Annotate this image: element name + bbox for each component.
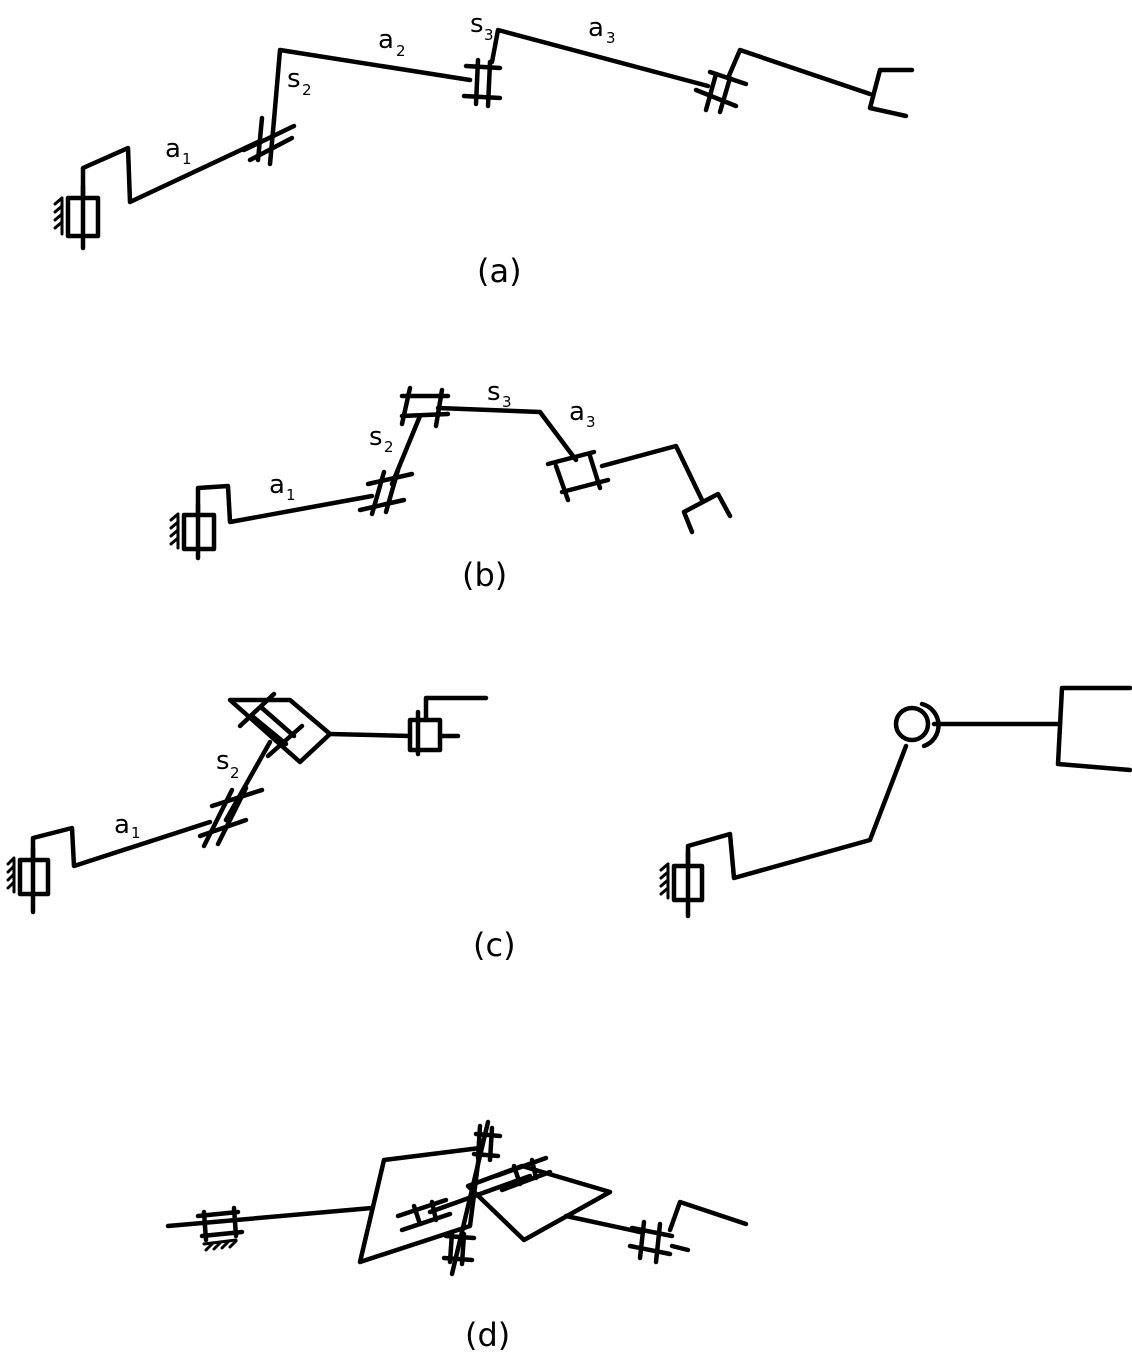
- fig-a-prismatic-joint-3: [693, 69, 749, 115]
- fig-b-wrist-link: [599, 443, 705, 503]
- fig-d-gripper-joint: [627, 1219, 691, 1265]
- fig-d-gripper: [667, 1199, 749, 1233]
- fig-a-label-a2-base: a: [378, 25, 394, 55]
- fig-b-label-s3-sub: 3: [502, 393, 512, 411]
- fig-b-label-s3-base: s: [487, 377, 501, 407]
- fig-b-label-s2: s 2: [369, 422, 394, 456]
- fig-a-label-a1: a 1: [165, 134, 192, 168]
- fig-a-label-a1-base: a: [165, 134, 181, 164]
- fig-b-label-a3-base: a: [569, 397, 585, 427]
- fig-a-prismatic-joint-s3: [461, 57, 503, 109]
- fig-c-caption: (c): [473, 926, 516, 964]
- fig-c-link-s2: [223, 739, 273, 823]
- figure-b: a 1 s 2 s 3 a 3 (b): [169, 377, 733, 594]
- fig-c-wrist-joint: [237, 691, 305, 759]
- fig-a-link-a1: [80, 139, 261, 205]
- fig-b-prismatic-joint-3: [545, 449, 611, 503]
- fig-b-label-a3-sub: 3: [586, 413, 596, 431]
- fig-a-label-a1-sub: 1: [182, 150, 192, 168]
- figure-a: a 1 s 2 a 2 s 3 a 3 (a): [53, 9, 915, 290]
- fig-a-label-a2-sub: 2: [396, 42, 406, 60]
- fig-d-joint-center-left: [395, 1197, 453, 1233]
- fig-a-link-a3: [489, 27, 711, 89]
- fig-a-label-s3-base: s: [470, 9, 484, 39]
- fig-b-link-s2: [389, 413, 423, 487]
- fig-a-label-a2: a 2: [378, 25, 406, 60]
- fig-c-prismatic-joint-s2: [197, 785, 265, 849]
- fig-a-gripper: [867, 67, 915, 119]
- fig-d-base-shaft: [165, 1205, 375, 1229]
- fig-a-label-a3-sub: 3: [606, 29, 616, 47]
- fig-b-caption: (b): [462, 556, 507, 594]
- fig-c2-end-effector: [1055, 685, 1132, 773]
- fig-b-label-a1-base: a: [269, 470, 285, 500]
- fig-b-label-s3: s 3: [487, 377, 512, 411]
- fig-c-label-s2-base: s: [216, 746, 230, 776]
- fig-b-label-a3: a 3: [569, 397, 596, 431]
- fig-b-label-a1: a 1: [269, 470, 296, 504]
- fig-b-link-a1: [195, 483, 375, 525]
- fig-a-label-s2: s 2: [287, 64, 312, 99]
- fig-d-platform-1: [357, 1145, 483, 1265]
- fig-a-label-a3-base: a: [588, 13, 604, 43]
- fig-c-label-s2-sub: 2: [230, 764, 240, 782]
- fig-c-gripper: [423, 695, 489, 723]
- fig-d-caption: (d): [465, 1316, 510, 1354]
- fig-a-label-a3: a 3: [588, 13, 616, 47]
- fig-a-base-revolute-joint: [53, 183, 101, 251]
- fig-c-link-to-gripper: [327, 731, 413, 739]
- fig-d-joint-bottom: [441, 1229, 477, 1267]
- fig-c-link-a1: [30, 819, 213, 869]
- fig-a-label-s3-sub: 3: [484, 26, 494, 44]
- fig-c-wrist-body: [227, 697, 333, 765]
- fig-c-label-a1: a 1: [114, 810, 141, 842]
- fig-b-gripper: [681, 491, 733, 535]
- fig-a-link-s2-a2: [271, 47, 473, 123]
- fig-b-link-s3-a3: [435, 405, 579, 463]
- fig-b-label-s2-sub: 2: [384, 438, 394, 456]
- fig-a-label-s2-base: s: [287, 64, 301, 94]
- fig-c-label-s2: s 2: [216, 746, 240, 782]
- fig-c-label-a1-base: a: [114, 810, 130, 840]
- fig-a-label-s3: s 3: [470, 9, 494, 44]
- fig-c2-base-revolute-joint: [659, 849, 705, 919]
- fig-c-gripper-joint: [407, 709, 461, 757]
- fig-a-label-s2-sub: 2: [302, 81, 312, 99]
- fig-c-label-a1-sub: 1: [131, 824, 141, 842]
- fig-d-joint-top: [471, 1123, 503, 1163]
- fig-b-label-s2-base: s: [369, 422, 383, 452]
- fig-c-base-revolute-joint: [6, 845, 51, 915]
- fig-b-base-revolute-joint: [169, 502, 217, 561]
- fig-d-link-diagonal: [427, 1173, 533, 1215]
- fig-b-prismatic-joint-s2: [357, 467, 415, 517]
- fig-a-caption: (a): [477, 252, 522, 290]
- fig-d-link-to-gripper: [563, 1213, 643, 1235]
- fig-b-label-a1-sub: 1: [286, 486, 296, 504]
- fig-d-base-joint: [195, 1205, 245, 1252]
- figure-d: (d): [165, 1119, 749, 1354]
- fig-c2-arm-link: [685, 743, 909, 881]
- fig-a-prismatic-joint-s2: [241, 115, 297, 167]
- fig-a-wrist-link: [725, 47, 873, 97]
- figure-c-right: [659, 685, 1132, 919]
- figure-c-left: a 1 s 2: [6, 691, 489, 915]
